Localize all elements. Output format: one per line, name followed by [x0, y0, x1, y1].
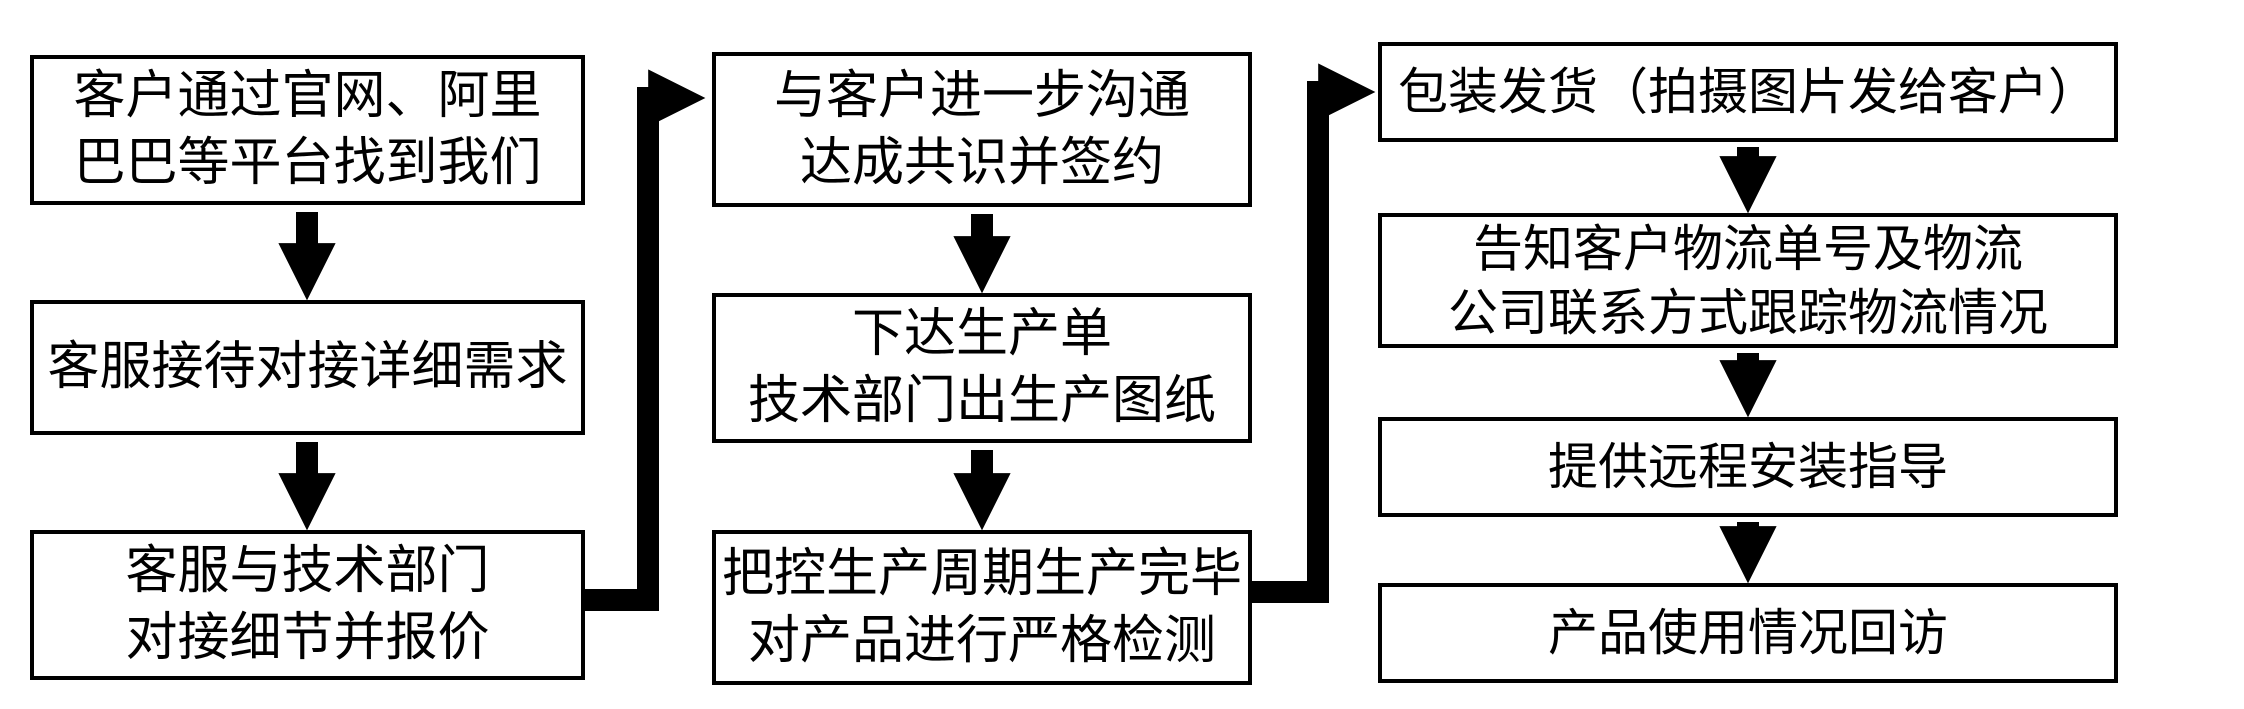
step-label: 产品使用情况回访: [1548, 605, 1948, 661]
step-logistics-tracking-info: 告知客户物流单号及物流 公司联系方式跟踪物流情况: [1378, 213, 2118, 348]
step-label: 与客户进一步沟通 达成共识并签约: [773, 66, 1190, 192]
step-label: 下达生产单 技术部门出生产图纸: [747, 305, 1216, 430]
step-service-receives-requirements: 客服接待对接详细需求: [30, 300, 585, 435]
step-label: 客户通过官网、阿里 巴巴等平台找到我们: [73, 67, 542, 192]
step-label: 把控生产周期生产完毕 对产品进行严格检测: [721, 544, 1242, 670]
step-remote-installation-guidance: 提供远程安装指导: [1378, 417, 2118, 517]
step-label: 提供远程安装指导: [1548, 439, 1948, 495]
step-production-control-inspection: 把控生产周期生产完毕 对产品进行严格检测: [712, 530, 1252, 685]
step-production-order-drawings: 下达生产单 技术部门出生产图纸: [712, 293, 1252, 443]
elbow-connector-col2-col3: [1252, 63, 1376, 603]
step-label: 包装发货（拍摄图片发给客户）: [1398, 64, 2098, 120]
elbow-connector-col1-col2: [585, 69, 706, 611]
step-product-usage-followup: 产品使用情况回访: [1378, 583, 2118, 683]
step-customer-finds-us: 客户通过官网、阿里 巴巴等平台找到我们: [30, 55, 585, 205]
step-label: 告知客户物流单号及物流 公司联系方式跟踪物流情况: [1448, 220, 2048, 341]
step-label: 客服接待对接详细需求: [47, 338, 568, 397]
step-communicate-sign-contract: 与客户进一步沟通 达成共识并签约: [712, 52, 1252, 207]
step-label: 客服与技术部门 对接细节并报价: [125, 542, 490, 667]
step-service-tech-quote: 客服与技术部门 对接细节并报价: [30, 530, 585, 680]
step-packaging-shipping: 包装发货（拍摄图片发给客户）: [1378, 42, 2118, 142]
